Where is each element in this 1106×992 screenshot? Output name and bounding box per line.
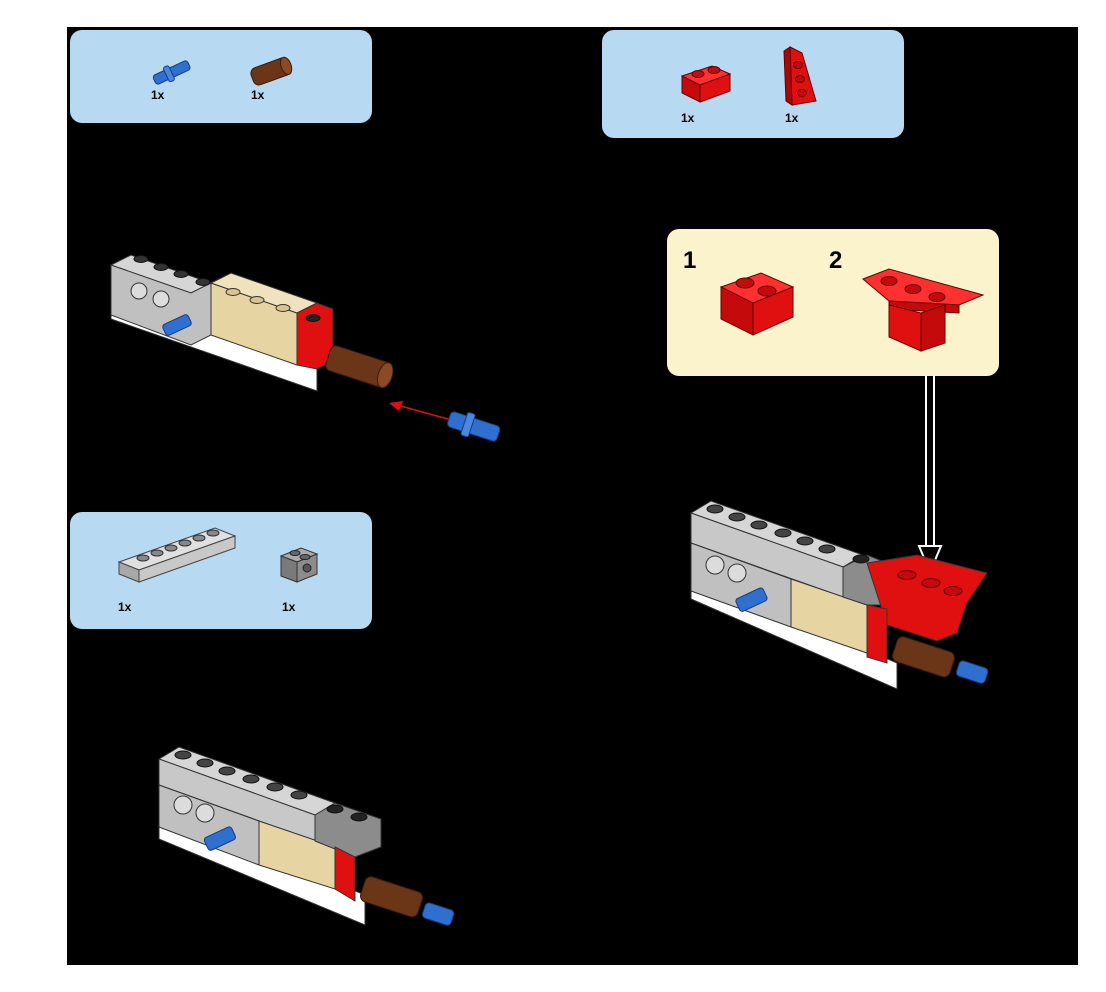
part-qty: 1x (785, 111, 799, 125)
light-gray-brick-1x6-icon (117, 527, 237, 583)
red-wedge-assembly-icon (862, 268, 985, 352)
blue-axle-pin-icon (152, 60, 191, 85)
part-qty: 1x (681, 111, 695, 125)
part-qty: 1x (251, 88, 265, 102)
substep-number: 1 (683, 247, 697, 274)
model-step-c-illustration (157, 746, 455, 926)
substep-number: 2 (829, 247, 843, 274)
model-step-b-illustration (689, 500, 989, 690)
part-qty: 1x (118, 600, 132, 614)
model-step-a-illustration (109, 254, 501, 442)
part-qty: 1x (151, 88, 165, 102)
red-brick-1x2-icon (719, 272, 795, 336)
subassembly-callout: 1 2 (667, 229, 999, 376)
parts-list-3: 1x 1x (70, 512, 372, 629)
parts-list-2: 1x 1x (602, 30, 904, 138)
parts-list-1: 1x 1x (70, 30, 372, 123)
red-brick-1x2-icon (680, 65, 732, 103)
brown-axle-connector-icon (250, 56, 293, 86)
part-qty: 1x (282, 600, 296, 614)
red-wedge-plate-icon (783, 46, 817, 106)
dark-gray-technic-brick-icon (279, 547, 319, 583)
instruction-page: 1x 1x 1x 1x 1 (67, 27, 1078, 965)
